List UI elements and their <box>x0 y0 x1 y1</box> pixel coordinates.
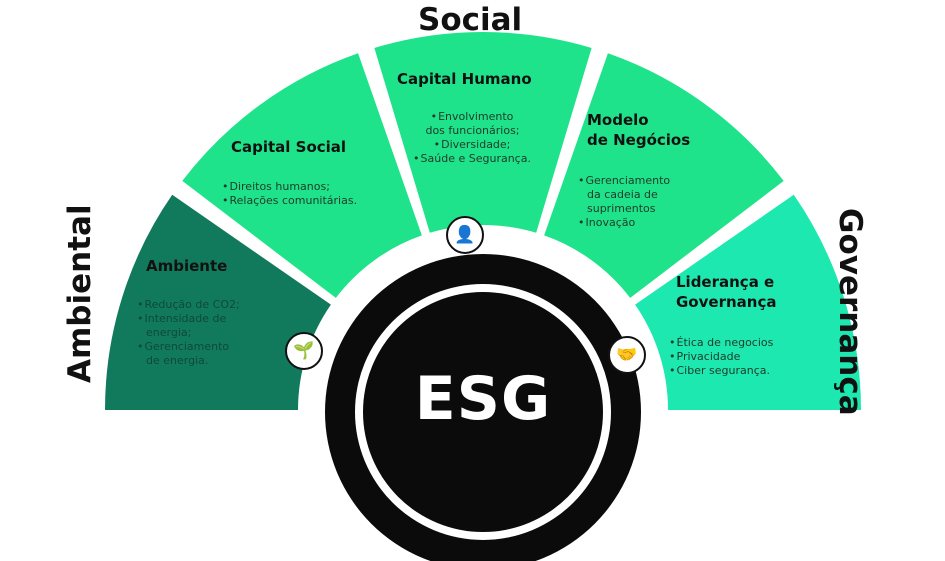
item: Saúde e Segurança. <box>397 152 547 166</box>
item: da cadeia de <box>587 188 658 201</box>
item: Privacidade <box>669 350 773 364</box>
item: Envolvimento <box>397 110 547 124</box>
segment-items-capital-social: Direitos humanos; Relações comunitárias. <box>222 180 358 208</box>
person-in-hands-icon: 👤 <box>446 216 484 254</box>
segment-title-ambiente: Ambiente <box>146 257 228 275</box>
item: dos funcionários; <box>425 124 520 137</box>
item: Intensidade de <box>137 312 240 326</box>
pillar-social: Social <box>418 2 523 38</box>
title-line: Modelo <box>587 111 649 129</box>
segment-title-capital-humano: Capital Humano <box>397 70 532 88</box>
title-line: Liderança e <box>676 273 775 291</box>
segment-title-lideranca-governanca: Liderança e Governança <box>676 272 776 312</box>
item: Gerenciamento <box>137 340 240 354</box>
esg-core <box>363 292 603 532</box>
title-line: Governança <box>676 293 777 311</box>
segment-items-modelo-negocios: Gerenciamento da cadeia de suprimentos I… <box>578 174 671 230</box>
item: Inovação <box>578 216 670 230</box>
item: Ética de negocios <box>669 336 774 350</box>
pillar-environmental: Ambiental <box>62 204 98 383</box>
item: de energia. <box>146 354 209 367</box>
item: Relações comunitárias. <box>222 194 358 208</box>
item: suprimentos <box>587 202 656 215</box>
plant-in-hand-icon: 🌱 <box>285 332 323 370</box>
segment-title-modelo-negocios: Modelo de Negócios <box>587 110 690 150</box>
segment-items-ambiente: Redução de CO2; Intensidade de energia; … <box>137 298 240 368</box>
title-line: de Negócios <box>587 131 691 149</box>
handshake-icon: 🤝 <box>608 336 646 374</box>
segment-title-capital-social: Capital Social <box>231 138 347 156</box>
item: Redução de CO2; <box>137 298 240 312</box>
item: energia; <box>146 326 192 339</box>
pillar-governance: Governança <box>832 208 868 416</box>
segment-items-capital-humano: Envolvimento dos funcionários; Diversida… <box>397 110 547 166</box>
item: Diversidade; <box>397 138 547 152</box>
esg-center-label: ESG <box>414 364 552 434</box>
item: Direitos humanos; <box>222 180 357 194</box>
segment-capital-humano <box>374 31 592 233</box>
segment-items-lideranca-governanca: Ética de negocios Privacidade Ciber segu… <box>669 336 774 378</box>
segment-capital-social <box>182 53 422 298</box>
item: Ciber segurança. <box>669 364 773 378</box>
item: Gerenciamento <box>578 174 671 188</box>
